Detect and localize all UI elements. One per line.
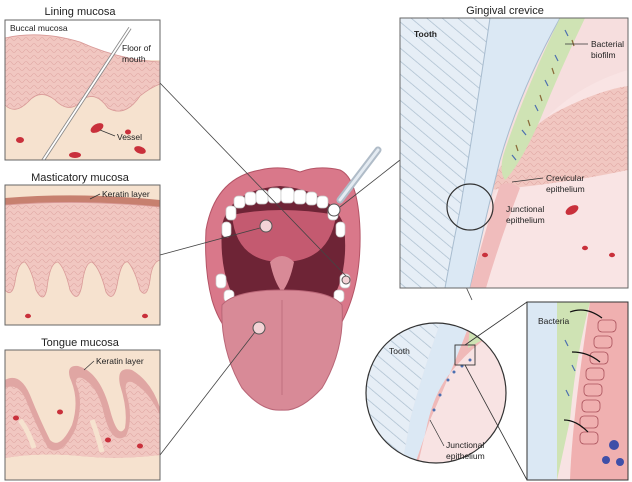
masticatory-epithelium (5, 202, 160, 298)
vessel-icon (105, 437, 111, 443)
marker-floor (341, 275, 351, 285)
tongue-keratin-label: Keratin layer (96, 356, 144, 366)
biofilm-label-1: Bacterial (591, 39, 624, 49)
lining-mucosa-title: Lining mucosa (45, 6, 117, 18)
palate (232, 210, 336, 262)
vessel-icon (482, 252, 488, 258)
zoom-junctional-label-2: epithelium (446, 451, 485, 461)
crevicular-epithelium (486, 86, 628, 190)
tongue-mucosa-title: Tongue mucosa (41, 337, 120, 349)
masticatory-keratin-label: Keratin layer (102, 189, 150, 199)
crevicular-label-1: Crevicular (546, 173, 584, 183)
junctional-epithelium (470, 183, 520, 288)
zoom-junctional-label-1: Junctional (446, 440, 484, 450)
vessel-icon (565, 205, 579, 215)
lining-mucosa-panel: Lining mucosa Buccal mucosa Floor of mou… (4, 6, 161, 161)
bacteria-icon (511, 29, 569, 161)
vessel-icon (69, 152, 81, 158)
biofilm-label-2: biofilm (591, 50, 616, 60)
vessel-icon (13, 415, 19, 421)
uvula (270, 256, 294, 292)
vessel-icon (134, 146, 146, 154)
zoom-junctional-epithelium (412, 323, 506, 463)
crevice-zoom-circle (446, 183, 494, 231)
floor-of-mouth-label-2: mouth (122, 54, 146, 64)
immune-cell-icon (602, 440, 624, 466)
crevicular-label-2: epithelium (546, 184, 585, 194)
gingival-crevice-panel: Gingival crevice (399, 5, 629, 289)
vessel-icon (90, 123, 104, 133)
zoom-enamel (400, 323, 470, 463)
floor-of-mouth-label-1: Floor of (122, 43, 151, 53)
crevice-tooth-label: Tooth (414, 29, 437, 39)
tongue-epithelium (5, 377, 160, 458)
lining-epithelium (5, 34, 160, 112)
marker-lining (259, 219, 273, 233)
masticatory-mucosa-title: Masticatory mucosa (31, 172, 130, 184)
vessel-icon (582, 245, 588, 251)
zoom-tooth-label: Tooth (389, 346, 410, 356)
bacterial-biofilm (501, 18, 585, 180)
bacteria-label: Bacteria (538, 316, 569, 326)
mouth-illustration (159, 82, 473, 456)
bacteria-arrows (563, 309, 603, 433)
vessel-icon (137, 443, 143, 449)
detail-enamel (527, 302, 557, 480)
vessel-label: Vessel (117, 132, 142, 142)
marker-tongue (252, 321, 266, 335)
tooth (400, 18, 490, 288)
crevice-junctional-label-1: Junctional (506, 204, 544, 214)
crevice-junctional-label-2: epithelium (506, 215, 545, 225)
vessel-icon (609, 252, 615, 258)
buccal-mucosa-label: Buccal mucosa (10, 23, 68, 33)
masticatory-keratin-layer (5, 195, 160, 207)
vessel-icon (16, 137, 24, 143)
bacteria-icon (432, 358, 472, 412)
vessel-icon (125, 129, 131, 135)
junctional-zoom-panel: Tooth Bacteria Junctional epithelium (365, 301, 629, 481)
detail-biofilm (557, 302, 590, 480)
vessel-icon (25, 313, 31, 319)
vessel-icon (142, 313, 148, 319)
marker-gingiva (327, 203, 341, 217)
masticatory-mucosa-panel: Masticatory mucosa Keratin layer (4, 172, 161, 326)
vessel-icon (57, 409, 63, 415)
zoom-tooth (366, 323, 440, 463)
tongue-mucosa-panel: Tongue mucosa Keratin layer (4, 337, 161, 481)
detail-epithelial-cells (570, 302, 628, 480)
gingival-crevice-title: Gingival crevice (466, 5, 544, 17)
